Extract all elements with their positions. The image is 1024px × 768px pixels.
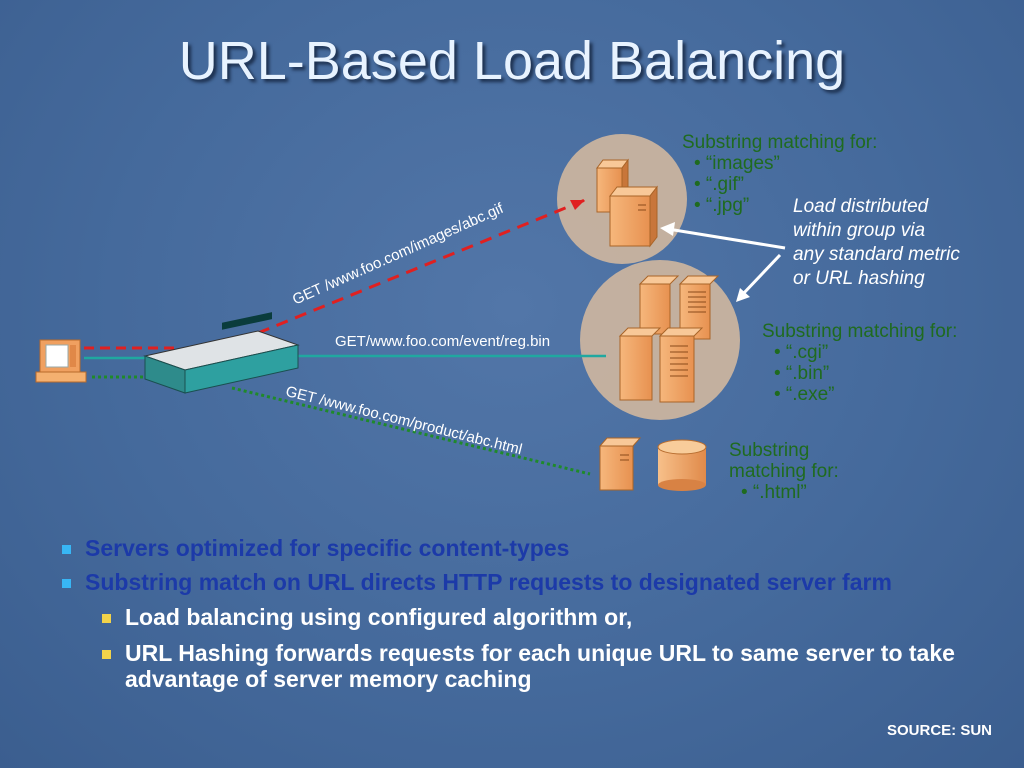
note-line: or URL hashing <box>793 268 925 289</box>
group-top-heading: Substring matching for: <box>682 132 878 153</box>
request-url-event: GET/www.foo.com/event/reg.bin <box>335 333 551 350</box>
group-top-label: Substring matching for: • “images” • “.g… <box>682 132 877 216</box>
note-arrow-top <box>667 227 786 250</box>
red-arrowhead <box>570 200 585 210</box>
load-distribution-note: Load distributed within group via any st… <box>793 195 960 291</box>
bullet-list: Servers optimized for specific content-t… <box>60 536 1010 702</box>
group-bottom-heading: matching for: <box>729 461 839 482</box>
group-bottom-label: Substring matching for: • “.html” <box>729 440 839 503</box>
red-request-line <box>257 198 586 335</box>
green-request-line <box>231 386 591 476</box>
note-line: any standard metric <box>793 244 960 265</box>
group-bottom-item: • “.html” <box>741 482 807 503</box>
group-middle-label: Substring matching for: • “.cgi” • “.bin… <box>762 321 957 405</box>
note-line: Load distributed <box>793 196 929 217</box>
group-bottom-heading: Substring <box>729 440 810 461</box>
group-top-item: • “.jpg” <box>694 195 750 216</box>
server-middle-front-left-icon <box>618 327 662 401</box>
server-top-front-icon <box>608 185 659 248</box>
slide-title: URL-Based Load Balancing <box>178 31 846 91</box>
group-middle-heading: Substring matching for: <box>762 321 958 342</box>
group-middle-item: • “.cgi” <box>774 342 829 363</box>
load-balancer-switch-icon <box>143 312 300 394</box>
server-middle-front-right-icon <box>658 327 704 403</box>
bullet-item: Substring match on URL directs HTTP requ… <box>60 570 1010 595</box>
group-middle-item: • “.bin” <box>774 363 830 384</box>
client-computer-icon <box>35 339 87 383</box>
sub-bullet-item: Load balancing using configured algorith… <box>100 604 1010 630</box>
database-cylinder-icon <box>657 439 707 491</box>
bullet-item: Servers optimized for specific content-t… <box>60 536 1010 561</box>
group-top-item: • “images” <box>694 153 780 174</box>
server-middle-right-icon <box>678 275 720 340</box>
group-middle-item: • “.exe” <box>774 384 835 405</box>
group-top-item: • “.gif” <box>694 174 744 195</box>
note-line: within group via <box>793 220 926 241</box>
sub-bullet-item: URL Hashing forwards requests for each u… <box>100 640 1010 692</box>
server-bottom-icon <box>598 437 642 491</box>
source-credit: SOURCE: SUN <box>886 722 992 739</box>
note-arrow-bottom <box>740 253 782 297</box>
note-arrowhead-bottom <box>736 288 750 302</box>
server-middle-back-icon <box>638 275 680 335</box>
note-arrowhead-top <box>660 222 675 236</box>
